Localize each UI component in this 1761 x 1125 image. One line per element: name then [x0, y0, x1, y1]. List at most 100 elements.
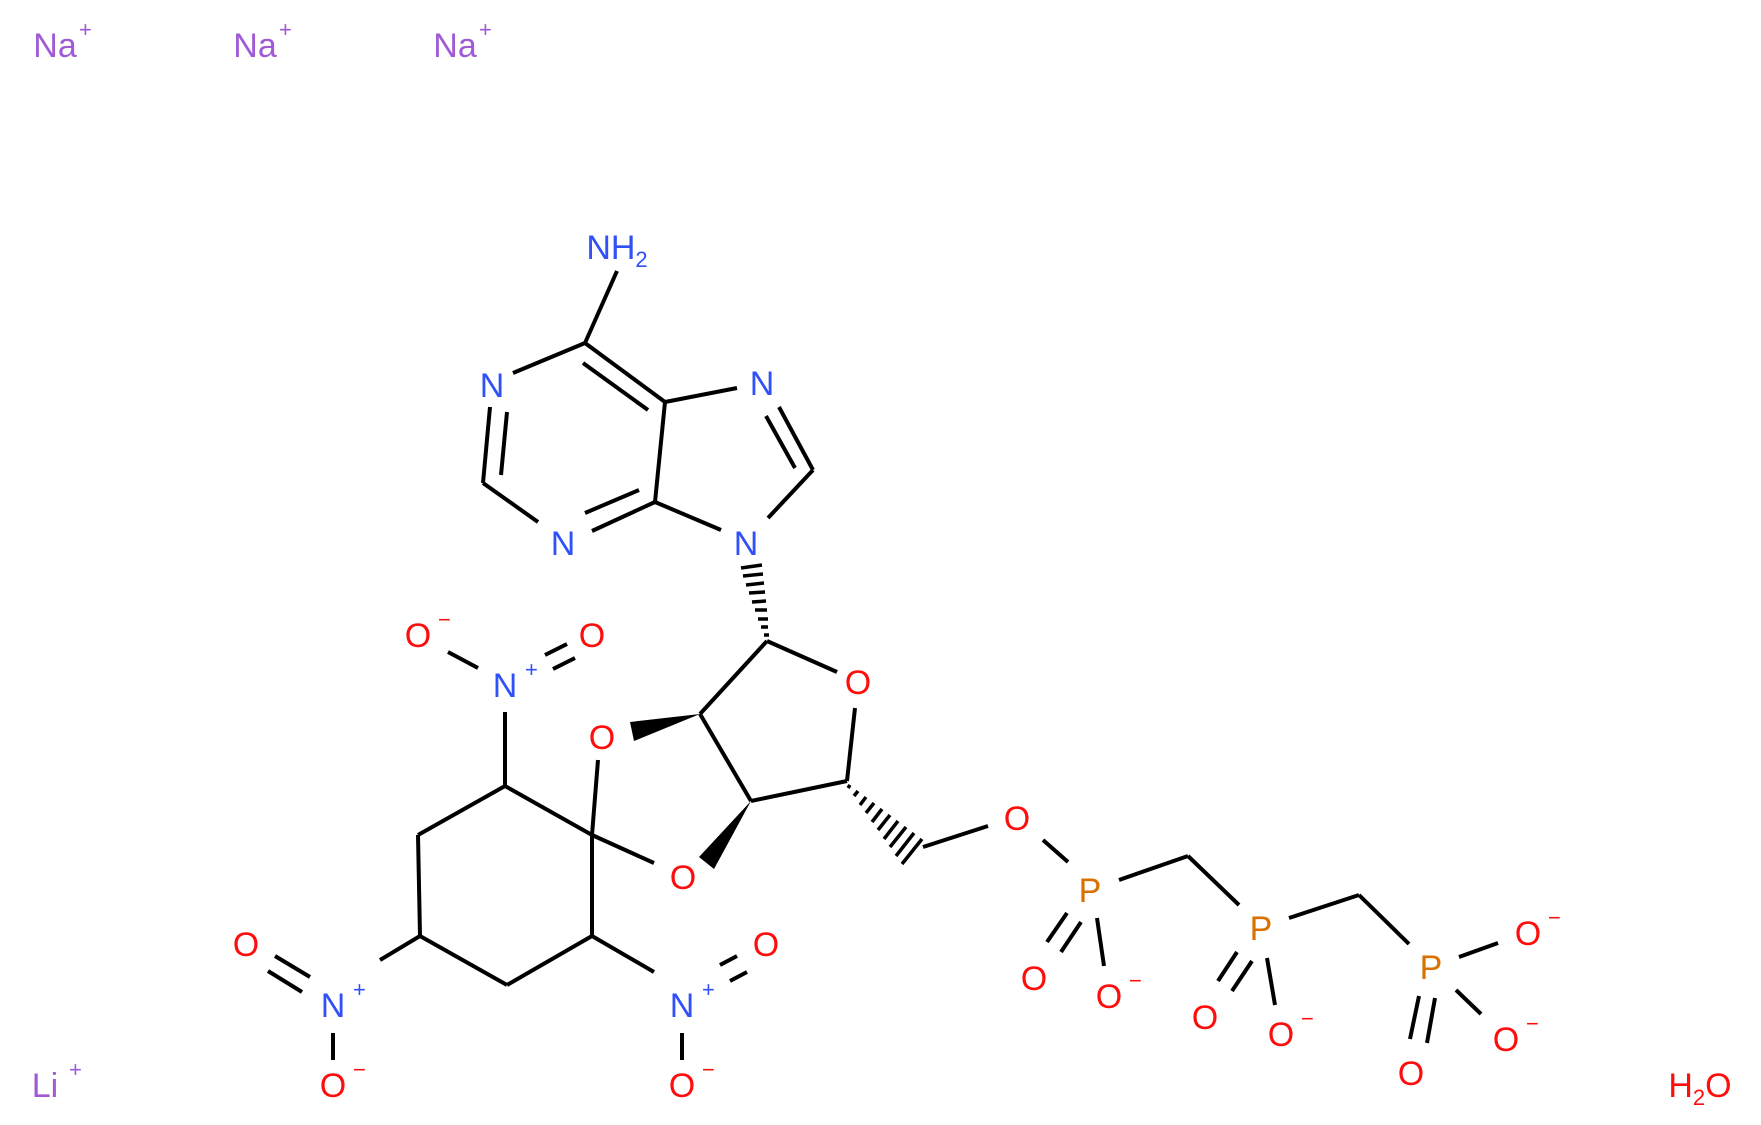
ion-na2: Na: [233, 27, 277, 65]
charge-p3om1: −: [1548, 905, 1561, 930]
charge-oRightM: −: [702, 1057, 715, 1082]
bond-nleft-od-1: [273, 954, 312, 979]
bond-c3p-c2p: [698, 712, 753, 803]
bond-ch2a-p2: [1186, 854, 1241, 907]
bond-c4-n9: [654, 500, 722, 532]
bond-o4p-c4p: [845, 707, 857, 782]
bond-n1-c2: [481, 406, 492, 484]
ion-na3: Na: [433, 27, 477, 65]
atom-o2p: O: [589, 719, 615, 757]
atom-p3om1: O: [1515, 915, 1541, 953]
bond-c2p-c1p: [698, 639, 769, 716]
water-sub: 2: [1693, 1085, 1705, 1110]
water-molecule: H2O: [1668, 1067, 1731, 1110]
charge-p2om: −: [1301, 1006, 1314, 1031]
bond-n7-c8-inner: [764, 415, 797, 469]
bond-p2-od-1: [1216, 950, 1239, 983]
atom-n9: N: [734, 525, 759, 563]
atom-nLeft: N: [321, 987, 346, 1025]
atom-o5p: O: [1004, 800, 1030, 838]
ion-charge-li1: +: [69, 1057, 82, 1082]
ion-charge-na1: +: [79, 17, 92, 42]
bond-c-nright: [590, 934, 656, 974]
charge-nTop: +: [525, 657, 538, 682]
bond-p1-od-1: [1045, 911, 1069, 944]
atom-p2od: O: [1192, 999, 1218, 1037]
bond-ntop-om: [447, 650, 479, 670]
charge-oLeftM: −: [353, 1057, 366, 1082]
atom-oRightM: O: [669, 1067, 695, 1105]
bond-c6-nh2: [583, 270, 619, 344]
bond-p2-om: [1265, 957, 1277, 1006]
bond-c4-c5: [653, 401, 667, 503]
bond-ring-6: [417, 784, 506, 837]
wedge-c2p-o2p: [630, 714, 700, 741]
bond-spiro-o3p: [591, 833, 655, 865]
atom-p3: P: [1420, 949, 1443, 987]
bond-p3-od-1: [1408, 995, 1421, 1040]
charge-nRight: +: [702, 977, 715, 1002]
hashed-wedge-n9-c1p: [740, 563, 769, 637]
bond-c1p-o4p: [766, 639, 838, 674]
bond-c-nleft: [378, 934, 422, 962]
bond-c8-n9: [766, 468, 815, 520]
bond-c5-n7: [664, 386, 738, 404]
ion-charge-na3: +: [479, 17, 492, 42]
atom-n3: N: [551, 525, 576, 563]
bond-c6-c5-inner: [581, 361, 650, 412]
bond-n3-c4-inner: [584, 488, 640, 515]
bond-n3-c4: [591, 500, 656, 533]
atom-p1od: O: [1021, 960, 1047, 998]
bond-ring-3: [506, 934, 593, 987]
water-h: H: [1668, 1067, 1693, 1105]
bond-c2-n3: [481, 481, 540, 524]
bond-c5p-o5p: [922, 824, 989, 849]
bond-ring-1: [504, 784, 593, 837]
bond-n7-c8: [777, 406, 815, 471]
atom-n7: N: [750, 365, 775, 403]
atom-p1om: O: [1096, 978, 1122, 1016]
bond-p2-ch2b: [1288, 893, 1360, 920]
bond-c6-c5: [583, 341, 667, 404]
atom-p3om2: O: [1493, 1021, 1519, 1059]
charge-oTopM: −: [438, 607, 451, 632]
atom-oTopM: O: [405, 617, 431, 655]
bond-ring-5: [416, 834, 422, 937]
atom-p2: P: [1250, 910, 1273, 948]
wedge-c3p-o3p: [699, 801, 751, 869]
charge-p3om2: −: [1526, 1011, 1539, 1036]
bond-p3-od-2: [1425, 997, 1437, 1044]
charge-p1om: −: [1129, 968, 1142, 993]
ion-na1: Na: [33, 27, 77, 65]
bond-ntop-od-1: [544, 642, 568, 657]
bond-ch2b-p3: [1357, 893, 1411, 946]
bond-p2-od-2: [1230, 959, 1254, 993]
atom-o4p: O: [845, 664, 871, 702]
bond-o5p-p1: [1041, 838, 1070, 864]
bond-nright-od-1: [719, 954, 738, 967]
bond-n1-c2-inner: [499, 411, 509, 476]
ion-li1: Li: [32, 1067, 58, 1105]
atom-oRightD: O: [753, 926, 779, 964]
bond-nright-od-2: [729, 970, 748, 983]
bond-o2p-spiro: [590, 759, 600, 836]
water-label: H2O: [1668, 1067, 1731, 1110]
bond-p1-od-2: [1059, 920, 1083, 954]
atom-nRight: N: [670, 987, 695, 1025]
bonds: [266, 270, 1499, 1060]
bond-p3-om1: [1458, 941, 1499, 959]
atom-o3p: O: [670, 859, 696, 897]
atom-oTopD: O: [579, 617, 605, 655]
atom-n1: N: [480, 367, 505, 405]
atom-oLeftD: O: [233, 926, 259, 964]
bond-p1-ch2a: [1118, 854, 1189, 882]
atom-nh2: NH2: [586, 229, 647, 272]
charge-nLeft: +: [353, 977, 366, 1002]
hashed-wedge-c4p-c5p: [846, 784, 924, 866]
atom-oLeftM: O: [320, 1067, 346, 1105]
water-o: O: [1705, 1067, 1731, 1105]
atom-nTop: N: [493, 667, 518, 705]
